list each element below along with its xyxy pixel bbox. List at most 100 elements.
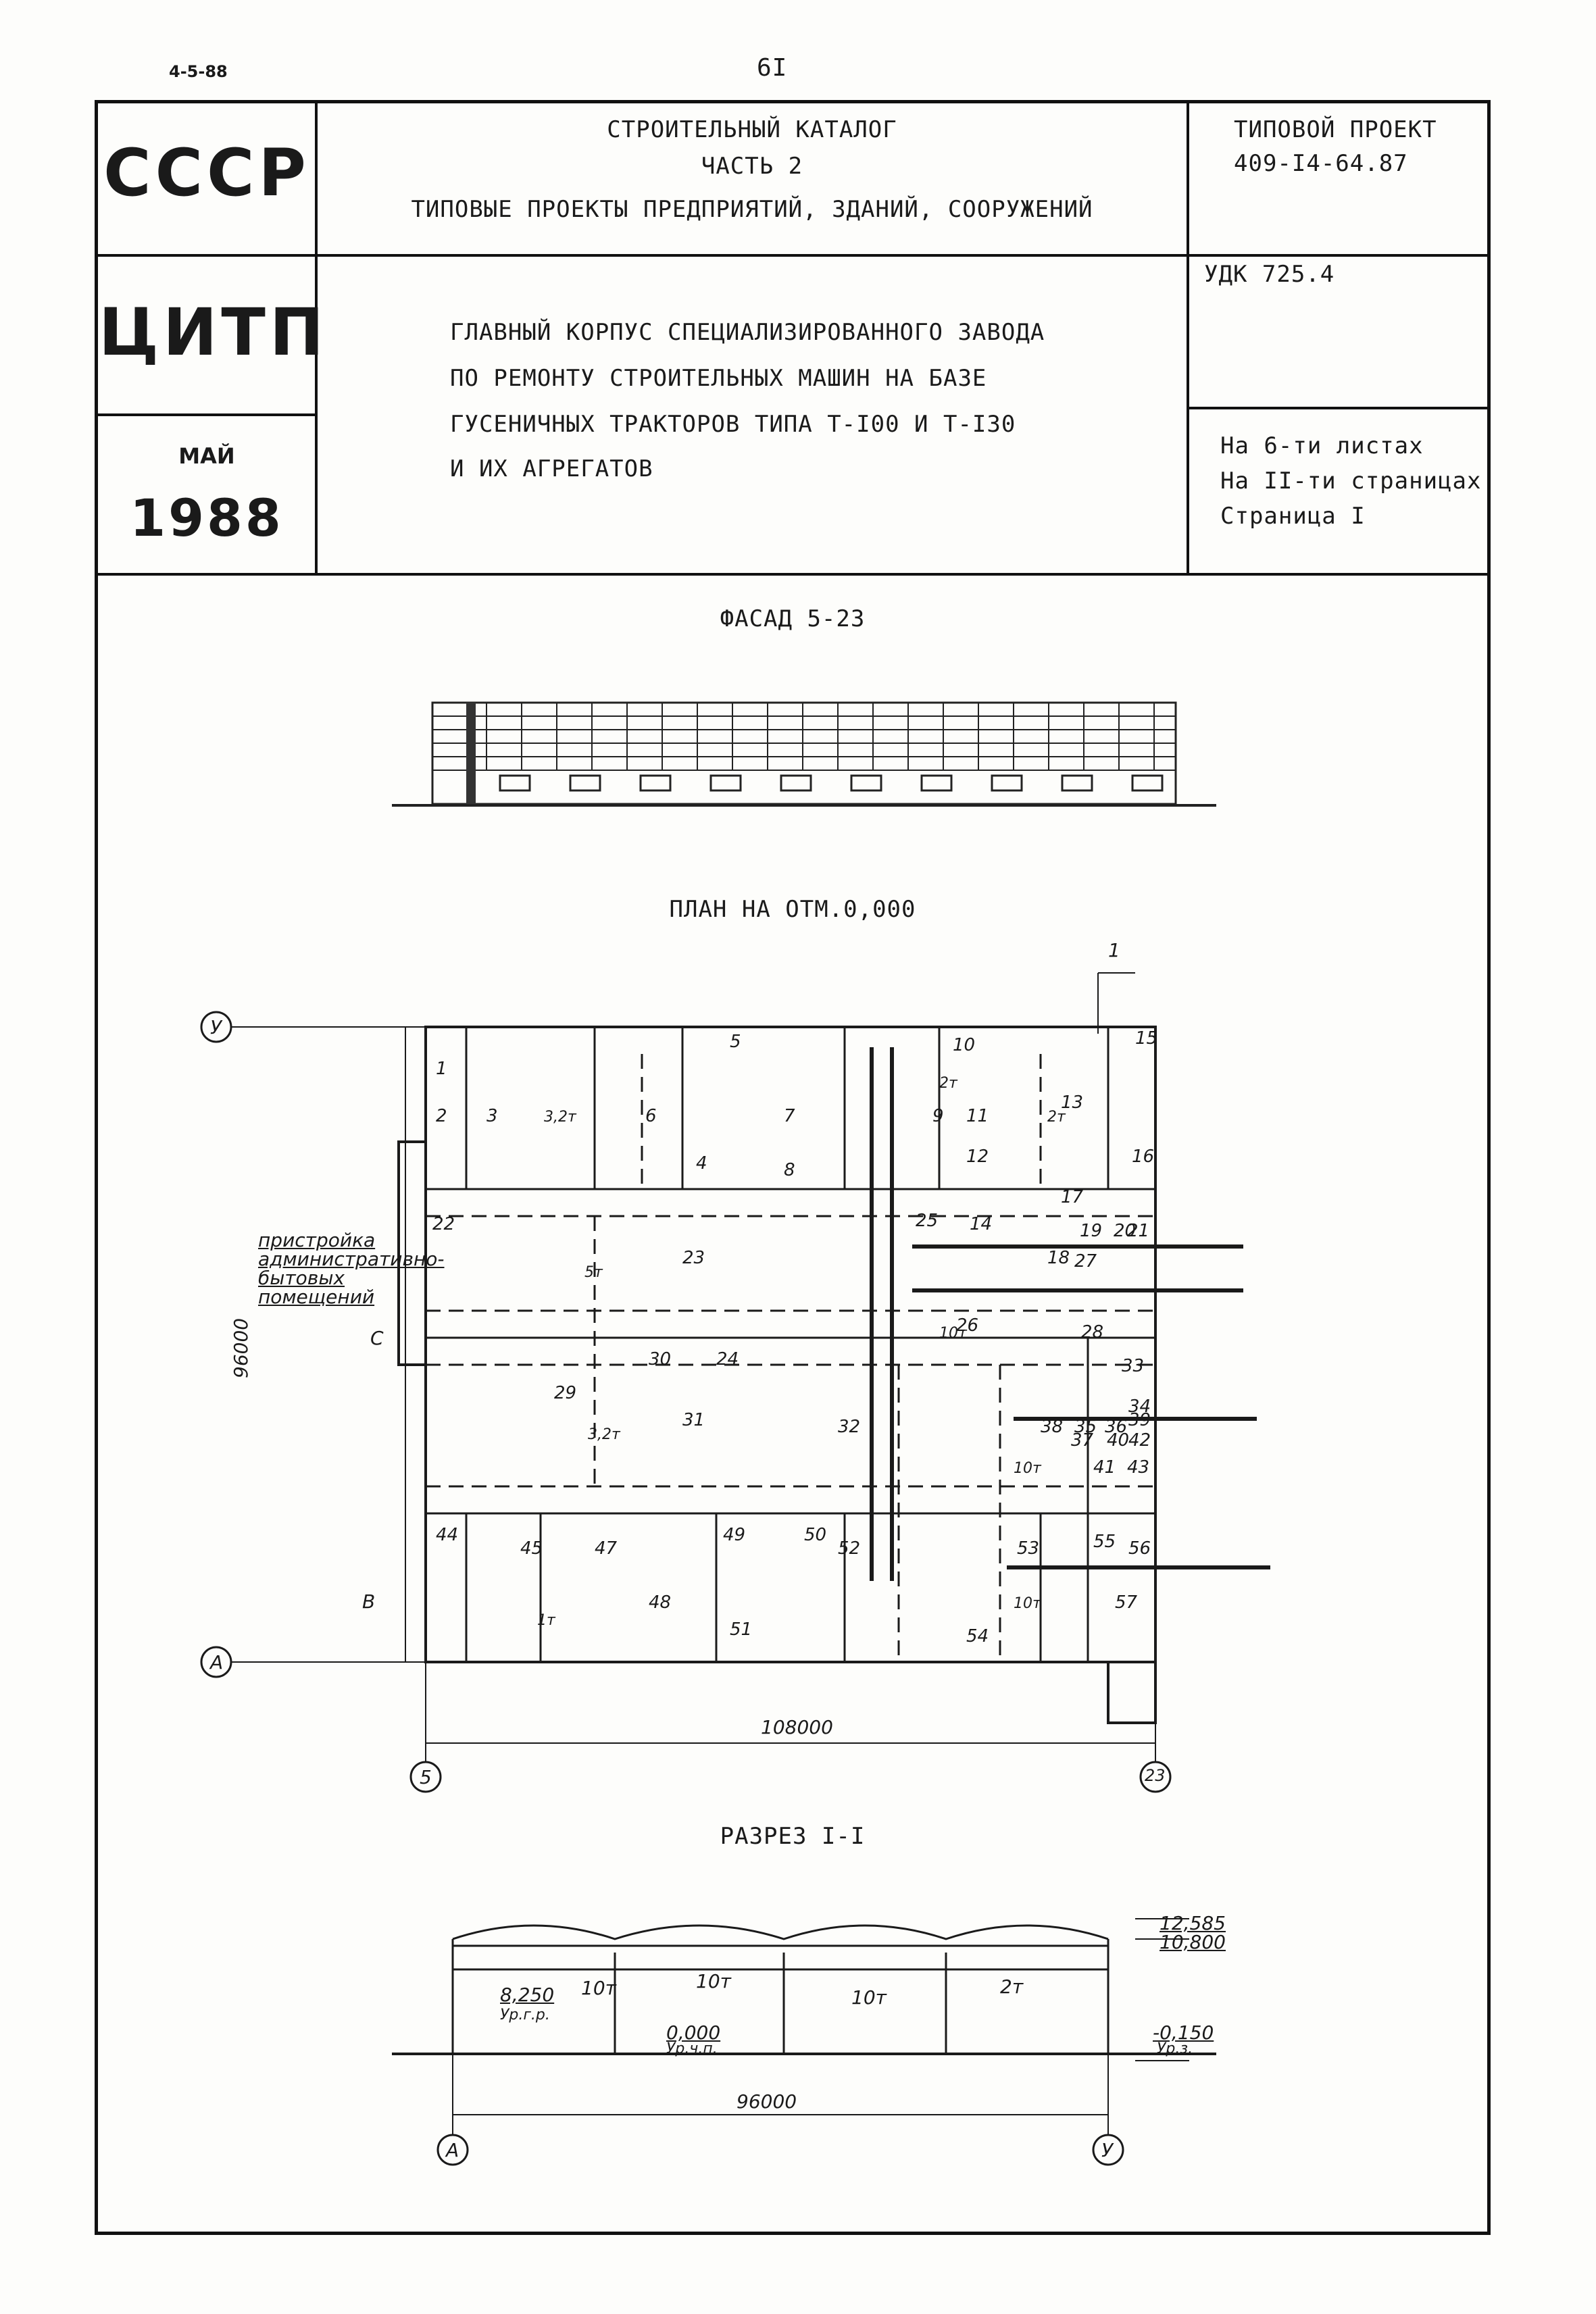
room-number-34: 34 bbox=[1128, 1397, 1151, 1417]
facade-door bbox=[1061, 774, 1093, 792]
room-number-36: 36 bbox=[1105, 1417, 1127, 1437]
room-number-29: 29 bbox=[554, 1383, 576, 1403]
room-number-5: 5 bbox=[730, 1032, 741, 1052]
room-number-22: 22 bbox=[432, 1214, 455, 1234]
crane-capacity-label: 10т bbox=[939, 1325, 968, 1342]
facade-door bbox=[991, 774, 1023, 792]
room-number-45: 45 bbox=[520, 1538, 543, 1559]
room-number-49: 49 bbox=[723, 1525, 745, 1545]
section-crane-3: 10т bbox=[851, 1986, 887, 2009]
room-number-50: 50 bbox=[804, 1525, 826, 1545]
title-col-1 bbox=[315, 100, 318, 574]
axis-label-bottom: А bbox=[210, 1651, 224, 1674]
section-title: РАЗРЕЗ I-I bbox=[720, 1823, 866, 1850]
page-frame bbox=[95, 100, 1491, 2235]
page-count: На II-ти страницах bbox=[1220, 468, 1482, 495]
plan-title: ПЛАН НА ОТМ.0,000 bbox=[669, 896, 916, 923]
room-number-23: 23 bbox=[682, 1248, 705, 1268]
room-number-52: 52 bbox=[838, 1538, 860, 1559]
facade-door bbox=[920, 774, 953, 792]
crane-capacity-label: 2т bbox=[939, 1075, 958, 1092]
title-divider-bottom bbox=[95, 573, 1491, 576]
room-number-12: 12 bbox=[966, 1147, 989, 1167]
facade-door bbox=[1131, 774, 1164, 792]
section-axis-left: А bbox=[446, 2139, 459, 2161]
catalog-line-2: ЧАСТЬ 2 bbox=[701, 153, 803, 180]
facade-door bbox=[850, 774, 882, 792]
room-number-41: 41 bbox=[1093, 1457, 1116, 1478]
project-number: 409-I4-64.87 bbox=[1234, 150, 1408, 177]
room-number-44: 44 bbox=[436, 1525, 458, 1545]
sheet-count: На 6-ти листах bbox=[1220, 432, 1424, 459]
facade-door bbox=[639, 774, 672, 792]
crane-capacity-label: 2т bbox=[1047, 1109, 1066, 1126]
room-number-30: 30 bbox=[649, 1349, 671, 1369]
title-divider-left bbox=[95, 413, 318, 416]
facade-drawing bbox=[392, 701, 1216, 807]
entry-label: В bbox=[362, 1590, 376, 1613]
facade-door bbox=[569, 774, 601, 792]
room-number-18: 18 bbox=[1047, 1248, 1070, 1268]
room-number-10: 10 bbox=[953, 1035, 975, 1055]
room-number-43: 43 bbox=[1127, 1457, 1149, 1478]
section-crane-1: 10т bbox=[581, 1977, 616, 1999]
room-number-17: 17 bbox=[1061, 1187, 1084, 1207]
title-col-2 bbox=[1187, 100, 1189, 574]
document-code: 4-5-88 bbox=[169, 62, 228, 81]
project-label: ТИПОВОЙ ПРОЕКТ bbox=[1234, 116, 1437, 143]
room-number-8: 8 bbox=[784, 1160, 795, 1180]
room-number-7: 7 bbox=[784, 1106, 795, 1126]
room-number-39: 39 bbox=[1128, 1410, 1151, 1430]
room-number-35: 35 bbox=[1074, 1417, 1097, 1437]
room-number-42: 42 bbox=[1128, 1430, 1151, 1451]
elevation-crane: 8,250 bbox=[500, 1984, 555, 2006]
room-number-55: 55 bbox=[1093, 1532, 1116, 1552]
crane-note: Ур.г.р. bbox=[500, 2007, 550, 2023]
facade-door bbox=[709, 774, 742, 792]
room-number-38: 38 bbox=[1041, 1417, 1063, 1437]
room-number-6: 6 bbox=[645, 1106, 657, 1126]
axis-label-mid: С bbox=[370, 1327, 384, 1349]
title-divider-1 bbox=[95, 254, 1491, 257]
section-span-dimension: 96000 bbox=[737, 2090, 797, 2113]
section-crane-4: 2т bbox=[1000, 1976, 1024, 1998]
room-number-31: 31 bbox=[682, 1410, 705, 1430]
doc-title-line-3: ГУСЕНИЧНЫХ ТРАКТОРОВ ТИПА Т-I00 И Т-I30 bbox=[450, 411, 1016, 438]
room-number-25: 25 bbox=[916, 1211, 938, 1231]
room-number-19: 19 bbox=[1080, 1221, 1102, 1241]
room-number-51: 51 bbox=[730, 1619, 752, 1640]
org-ussr: СССР bbox=[103, 135, 310, 211]
section-drawing bbox=[392, 1918, 1216, 2166]
crane-capacity-label: 10т bbox=[1014, 1595, 1042, 1612]
doc-title-line-4: И ИХ АГРЕГАТОВ bbox=[450, 455, 653, 482]
elevation-floor: 0,000 bbox=[666, 2021, 721, 2044]
elevation-ground: -0,150 bbox=[1153, 2021, 1214, 2044]
room-number-21: 21 bbox=[1127, 1221, 1149, 1241]
facade-title: ФАСАД 5-23 bbox=[720, 605, 866, 632]
facade-door bbox=[780, 774, 812, 792]
room-number-16: 16 bbox=[1132, 1147, 1154, 1167]
udk-code: УДК 725.4 bbox=[1204, 261, 1335, 288]
room-number-13: 13 bbox=[1061, 1092, 1083, 1113]
crane-capacity-label: 1т bbox=[537, 1612, 556, 1629]
room-number-3: 3 bbox=[487, 1106, 498, 1126]
annex-note: пристройка административно-бытовых помещ… bbox=[258, 1229, 445, 1308]
page-number: 6I bbox=[757, 54, 788, 82]
axis-label-left: 5 bbox=[420, 1766, 432, 1788]
axis-label-top: У bbox=[210, 1016, 222, 1038]
section-axis-right: У bbox=[1101, 2139, 1114, 2161]
room-number-56: 56 bbox=[1128, 1538, 1151, 1559]
catalog-line-3: ТИПОВЫЕ ПРОЕКТЫ ПРЕДПРИЯТИЙ, ЗДАНИЙ, СОО… bbox=[411, 196, 1093, 223]
room-number-47: 47 bbox=[595, 1538, 618, 1559]
room-number-33: 33 bbox=[1122, 1356, 1144, 1376]
room-number-4: 4 bbox=[696, 1153, 707, 1174]
facade-door bbox=[499, 774, 531, 792]
axis-label-right: 23 bbox=[1145, 1766, 1166, 1785]
org-citp: ЦИТП bbox=[99, 295, 328, 370]
room-number-53: 53 bbox=[1017, 1538, 1039, 1559]
room-number-2: 2 bbox=[436, 1106, 447, 1126]
catalog-line-1: СТРОИТЕЛЬНЫЙ КАТАЛОГ bbox=[607, 116, 897, 143]
room-number-11: 11 bbox=[966, 1106, 989, 1126]
elevation-top: 12,585 bbox=[1159, 1912, 1226, 1934]
